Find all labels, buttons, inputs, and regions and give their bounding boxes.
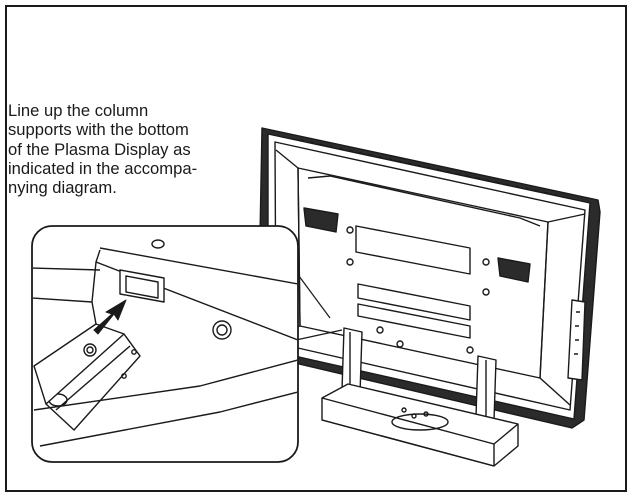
instruction-text: Line up the column supports with the bot… — [8, 101, 198, 198]
figure-frame — [5, 5, 627, 492]
magnified-detail-callout — [31, 225, 299, 463]
insertion-arrow — [93, 299, 127, 335]
callout-connectors — [295, 271, 343, 341]
plasma-display — [257, 127, 601, 429]
pedestal-stand — [321, 327, 519, 467]
